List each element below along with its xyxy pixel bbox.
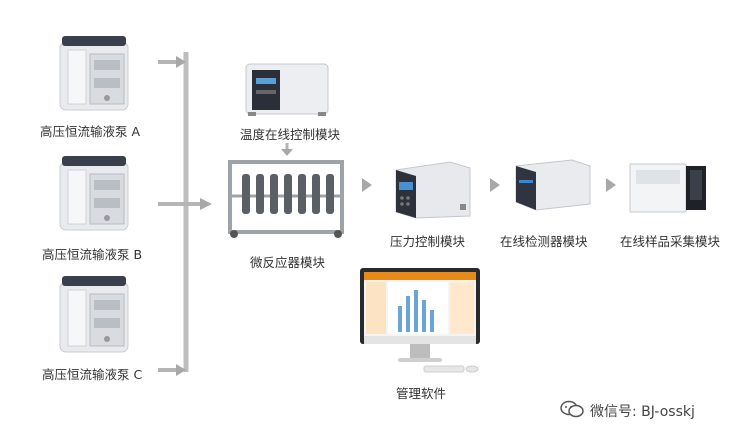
- pump-c-device: [58, 276, 132, 360]
- pump-b-label: 高压恒流输液泵 B: [42, 247, 143, 262]
- arrow-to-detector: [490, 178, 500, 192]
- temperature-module-label: 温度在线控制模块: [240, 127, 341, 142]
- pressure-module-label: 压力控制模块: [390, 234, 466, 249]
- arrow-to-sampler: [606, 178, 616, 192]
- detector-module-device: [512, 158, 594, 216]
- pump-c-label: 高压恒流输液泵 C: [42, 367, 143, 382]
- arrow-to-pressure: [362, 178, 372, 192]
- pump-a-device: [58, 36, 132, 116]
- detector-module-label: 在线检测器模块: [500, 234, 588, 249]
- watermark: 微信号: BJ-osskj: [560, 400, 695, 422]
- software-monitor-device: [358, 266, 482, 382]
- wechat-icon: [560, 400, 584, 422]
- software-label: 管理软件: [396, 386, 447, 401]
- watermark-text: 微信号: BJ-osskj: [590, 404, 695, 420]
- pump-a-label: 高压恒流输液泵 A: [40, 124, 141, 139]
- pressure-module-device: [390, 160, 474, 226]
- reactor-module-label: 微反应器模块: [250, 255, 326, 270]
- temperature-module-device: [244, 62, 330, 122]
- pump-b-device: [58, 156, 132, 236]
- reactor-module-device: [224, 154, 350, 244]
- sampler-module-device: [626, 160, 710, 220]
- sampler-module-label: 在线样品采集模块: [620, 234, 721, 249]
